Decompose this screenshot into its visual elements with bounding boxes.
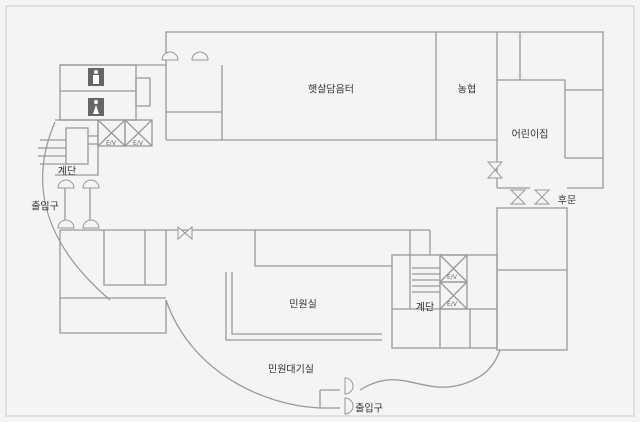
room-civil: 민원실 [289, 299, 317, 311]
walls [38, 31, 604, 409]
room-waiting: 민원대기실 [268, 364, 314, 376]
back-door: 후문 [557, 195, 577, 207]
stairs-left: 계단 [57, 166, 77, 178]
room-sunshine: 햇살담음터 [308, 84, 354, 96]
elevator-label: E/V [447, 301, 458, 308]
entrance-bottom: 출입구 [355, 403, 383, 415]
doors [57, 51, 551, 415]
entrance-left: 출입구 [31, 201, 59, 213]
stairs-right: 계단 [415, 302, 435, 314]
elevator-label: E/V [106, 140, 117, 147]
elevator-label: E/V [133, 140, 144, 147]
room-daycare: 어린이집 [511, 129, 549, 141]
room-nonghyup: 농협 [457, 84, 477, 96]
frame [5, 5, 635, 417]
elevator-label: E/V [447, 274, 458, 281]
